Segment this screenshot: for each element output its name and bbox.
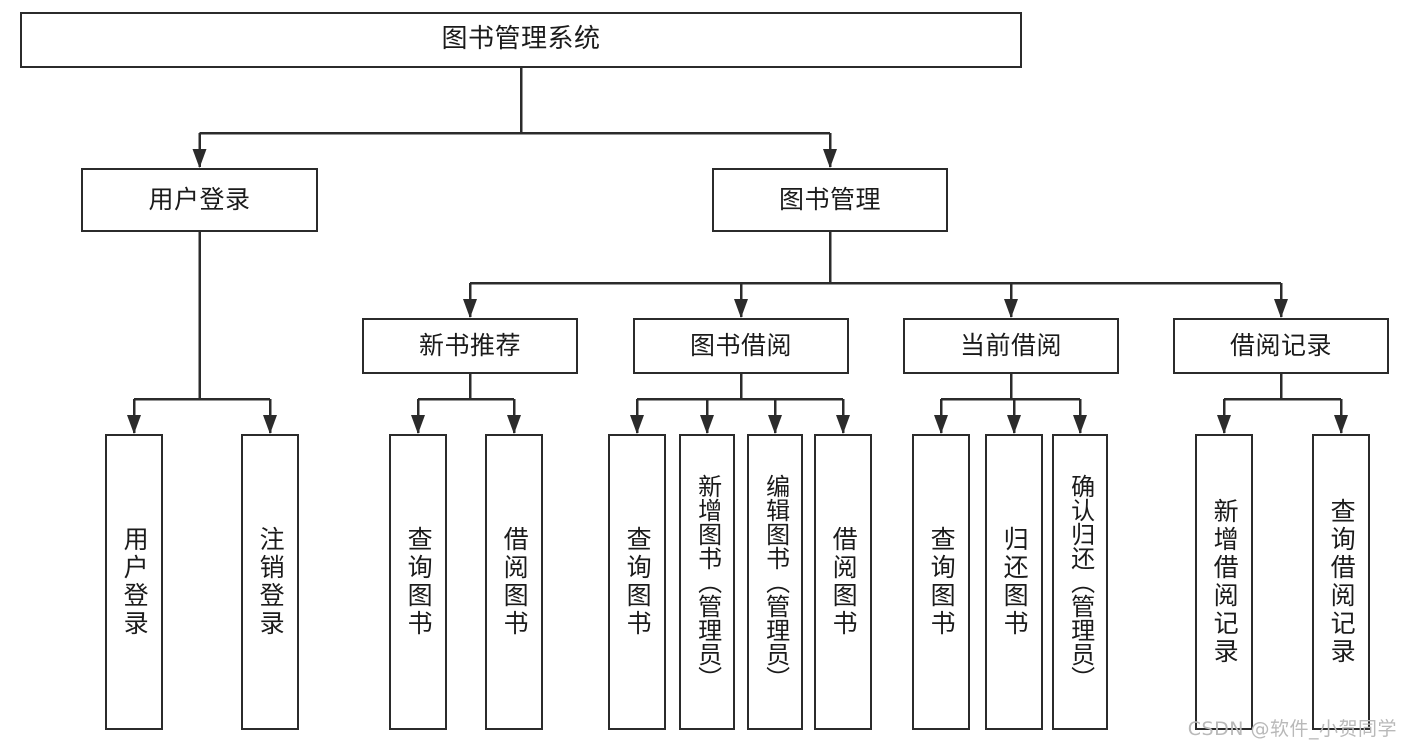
node-leaf-confirm-return[interactable]: 确认归还（管理员） xyxy=(1052,434,1108,730)
node-label: 新书推荐 xyxy=(418,330,521,360)
node-new-book-rec[interactable]: 新书推荐 xyxy=(362,318,578,374)
node-leaf-query-record[interactable]: 查询借阅记录 xyxy=(1312,434,1370,730)
node-label: 图书管理系统 xyxy=(441,24,601,55)
arrowhead-icon xyxy=(507,415,521,434)
arrowhead-icon xyxy=(700,415,714,434)
arrowhead-icon xyxy=(463,299,477,318)
node-leaf-edit-book[interactable]: 编辑图书（管理员） xyxy=(747,434,803,730)
node-current-borrow[interactable]: 当前借阅 xyxy=(903,318,1119,374)
arrowhead-icon xyxy=(1217,415,1231,434)
node-leaf-return-book[interactable]: 归还图书 xyxy=(985,434,1043,730)
arrowhead-icon xyxy=(768,415,782,434)
node-leaf-query-book-1[interactable]: 查询图书 xyxy=(389,434,447,730)
node-label: 新增借阅记录 xyxy=(1210,498,1240,666)
node-label: 查询图书 xyxy=(927,526,957,638)
arrowhead-icon xyxy=(1073,415,1087,434)
node-leaf-query-book-2[interactable]: 查询图书 xyxy=(608,434,666,730)
node-label: 图书借阅 xyxy=(689,330,792,360)
node-label: 编辑图书（管理员） xyxy=(761,474,790,690)
arrowhead-icon xyxy=(934,415,948,434)
arrowhead-icon xyxy=(1004,299,1018,318)
node-label: 查询图书 xyxy=(623,526,653,638)
node-label: 确认归还（管理员） xyxy=(1066,474,1095,690)
arrowhead-icon xyxy=(823,149,837,168)
node-root[interactable]: 图书管理系统 xyxy=(20,12,1022,68)
node-label: 注销登录 xyxy=(256,526,286,638)
node-user-login[interactable]: 用户登录 xyxy=(81,168,318,232)
node-label: 借阅图书 xyxy=(500,526,530,638)
node-label: 归还图书 xyxy=(1000,526,1030,638)
arrowhead-icon xyxy=(263,415,277,434)
node-leaf-borrow-book-1[interactable]: 借阅图书 xyxy=(485,434,543,730)
node-label: 用户登录 xyxy=(120,526,150,638)
arrowhead-icon xyxy=(630,415,644,434)
arrowhead-icon xyxy=(1334,415,1348,434)
node-label: 查询图书 xyxy=(404,526,434,638)
node-borrow-record[interactable]: 借阅记录 xyxy=(1173,318,1389,374)
arrowhead-icon xyxy=(192,149,207,168)
node-label: 用户登录 xyxy=(148,184,251,214)
node-leaf-query-book-3[interactable]: 查询图书 xyxy=(912,434,970,730)
arrowhead-icon xyxy=(836,415,850,434)
arrowhead-icon xyxy=(1007,415,1021,434)
node-leaf-user-login[interactable]: 用户登录 xyxy=(105,434,163,730)
arrowhead-icon xyxy=(734,299,748,318)
node-label: 查询借阅记录 xyxy=(1327,498,1357,666)
node-label: 新增图书（管理员） xyxy=(693,474,722,690)
arrowhead-icon xyxy=(1274,299,1288,318)
node-book-manage[interactable]: 图书管理 xyxy=(712,168,948,232)
node-leaf-add-record[interactable]: 新增借阅记录 xyxy=(1195,434,1253,730)
node-label: 借阅图书 xyxy=(829,526,859,638)
node-label: 图书管理 xyxy=(778,184,881,214)
node-label: 当前借阅 xyxy=(959,330,1062,360)
watermark: CSDN @软件_小贺同学 xyxy=(1187,718,1397,740)
node-book-borrow[interactable]: 图书借阅 xyxy=(633,318,849,374)
node-leaf-add-book[interactable]: 新增图书（管理员） xyxy=(679,434,735,730)
node-label: 借阅记录 xyxy=(1229,330,1332,360)
node-leaf-logout[interactable]: 注销登录 xyxy=(241,434,299,730)
node-leaf-borrow-book-2[interactable]: 借阅图书 xyxy=(814,434,872,730)
arrowhead-icon xyxy=(411,415,425,434)
arrowhead-icon xyxy=(127,415,141,434)
